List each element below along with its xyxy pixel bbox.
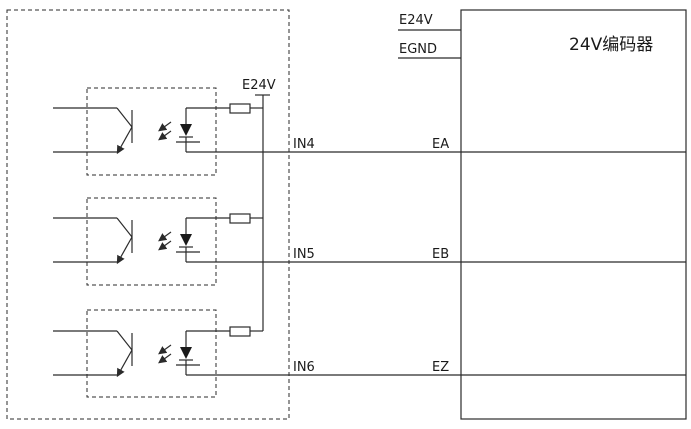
encoder-supply: E24V EGND [398, 13, 461, 59]
signal-label: EB [432, 247, 449, 262]
egnd-label: EGND [399, 42, 437, 57]
signal-label: EA [432, 137, 449, 152]
input-label: IN4 [293, 137, 315, 152]
e24v-rail: E24V [242, 78, 276, 331]
controller-boundary [6, 9, 290, 420]
e24v-label: E24V [399, 13, 433, 28]
signal-label: EZ [432, 360, 449, 375]
channel-in5: IN5 EB [53, 197, 686, 286]
encoder-title: 24V编码器 [569, 35, 653, 55]
resistor [229, 213, 251, 224]
input-label: IN6 [293, 360, 315, 375]
board-e24v-label: E24V [242, 78, 276, 93]
resistor [229, 326, 251, 337]
channel-in4: IN4 EA [53, 87, 686, 176]
encoder-box [460, 9, 687, 420]
channel-in6: IN6 EZ [53, 309, 686, 398]
optocoupler-box [86, 197, 217, 286]
input-label: IN5 [293, 247, 315, 262]
optocoupler-box [86, 309, 217, 398]
optocoupler-box [86, 87, 217, 176]
resistor [229, 103, 251, 114]
